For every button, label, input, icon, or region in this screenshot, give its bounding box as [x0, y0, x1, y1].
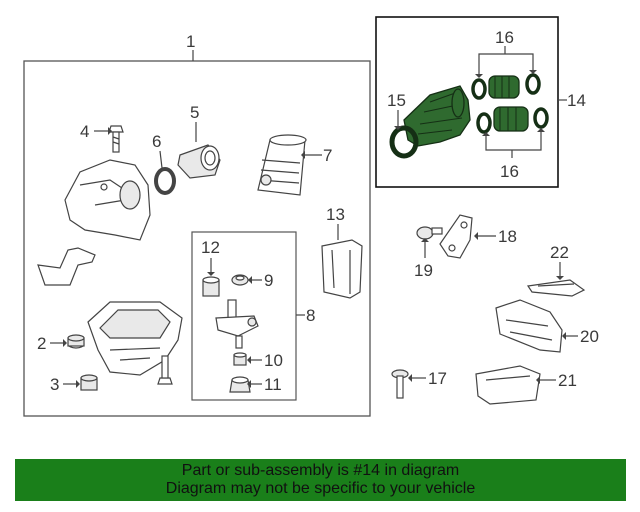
callout-16-upper: 16	[495, 28, 514, 47]
coupler-hose-upper	[488, 75, 520, 99]
duct-part-20	[495, 299, 563, 353]
callout-17: 17	[428, 369, 447, 388]
clamp-part-15	[389, 125, 419, 159]
duct-adapter-part-5	[177, 144, 221, 179]
assembly-box-1	[23, 60, 371, 417]
nut-part-11	[229, 376, 251, 393]
callout-14: 14	[567, 91, 586, 110]
parts-diagram: 1 14 8 4 6 5 7	[23, 16, 599, 417]
hose-clamp-lower-right	[533, 107, 549, 129]
callout-5: 5	[190, 103, 199, 122]
bolt-part-4	[108, 125, 124, 153]
cover-part-22	[526, 279, 586, 297]
callout-11: 11	[264, 375, 282, 394]
callout-12: 12	[201, 238, 220, 257]
callout-7: 7	[323, 146, 332, 165]
callout-4: 4	[80, 122, 89, 141]
filter-element-part-7	[257, 134, 307, 196]
banner-line-2: Diagram may not be specific to your vehi…	[165, 480, 476, 497]
bolt-lower-housing	[157, 355, 173, 385]
callout-21: 21	[558, 371, 577, 390]
notice-banner: Part or sub-assembly is #14 in diagram D…	[15, 459, 626, 501]
banner-line-1: Part or sub-assembly is #14 in diagram	[181, 462, 460, 479]
callout-22: 22	[550, 243, 569, 262]
callout-1: 1	[186, 32, 195, 51]
callout-9: 9	[264, 271, 273, 290]
callout-16-lower: 16	[500, 162, 519, 181]
bolt-part-19	[416, 226, 443, 240]
callout-18: 18	[498, 227, 517, 246]
seal-ring-part-6	[154, 167, 176, 195]
bracket-part-18	[439, 214, 473, 259]
grommet-part-2	[67, 334, 85, 349]
callout-2: 2	[37, 334, 46, 353]
housing-bracket	[37, 247, 96, 286]
hose-clamp-upper-left	[471, 78, 487, 100]
callout-10: 10	[264, 351, 283, 370]
panel-part-21	[475, 365, 541, 405]
coupler-hose-lower	[493, 106, 529, 132]
intake-duct-part-14	[403, 85, 471, 147]
grommet-part-9	[231, 274, 249, 286]
assembly-box-8	[191, 231, 297, 401]
panel-part-13	[321, 239, 363, 299]
screw-part-17	[391, 369, 409, 399]
hose-clamp-upper-right	[525, 73, 541, 95]
upper-housing	[64, 159, 151, 241]
callout-3: 3	[50, 375, 59, 394]
callout-19: 19	[414, 261, 433, 280]
lower-housing	[87, 301, 183, 376]
callout-15: 15	[387, 91, 406, 110]
callout-20: 20	[580, 327, 599, 346]
callout-8: 8	[306, 306, 315, 325]
grommet-part-3	[80, 374, 98, 391]
sensor-mount	[215, 299, 259, 349]
grommet-part-10	[233, 352, 247, 366]
callout-13: 13	[326, 205, 345, 224]
callout-6: 6	[152, 132, 161, 151]
hose-clamp-lower-left	[476, 112, 492, 134]
spacer-part-12	[202, 276, 220, 297]
